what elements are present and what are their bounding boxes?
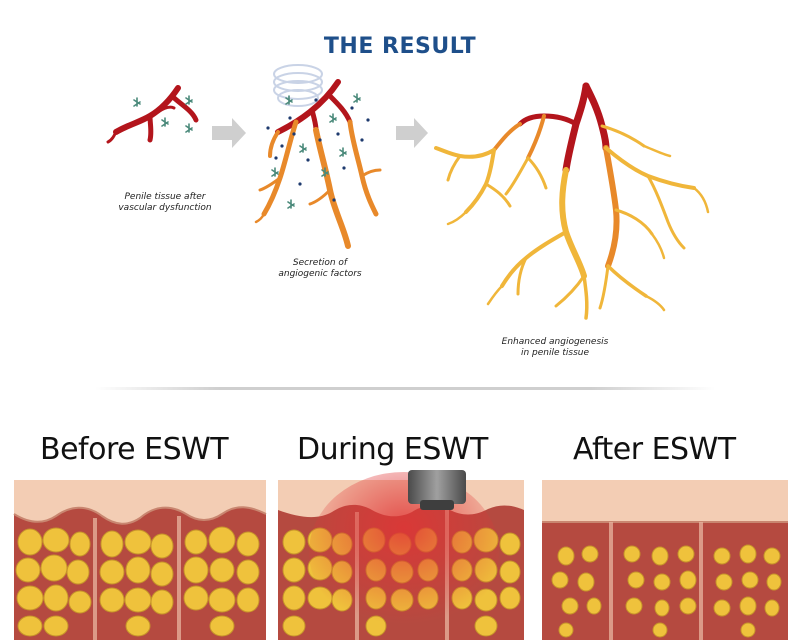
factor-dots: [266, 98, 370, 202]
section-divider: [95, 387, 715, 390]
panel-after: [542, 480, 788, 640]
fat-cells: [551, 544, 782, 638]
panel-during: [278, 470, 524, 640]
shockwave-glow: [309, 472, 499, 632]
panel-title-after: After ESWT: [573, 432, 736, 467]
panel-title-before: Before ESWT: [40, 432, 229, 467]
angiogenesis-diagram: [106, 64, 710, 320]
fat-cells: [15, 526, 260, 637]
caption-step1-line1: Penile tissue after: [124, 192, 206, 202]
caption-step3-line2: in penile tissue: [520, 348, 590, 358]
caption-step2-line1: Secretion of: [292, 258, 348, 268]
arrow-right-icon: [212, 118, 246, 148]
applicator-icon: [408, 470, 466, 510]
caption-step2: Secretion of angiogenic factors: [255, 258, 385, 280]
vessel-stimulated: [254, 79, 382, 249]
caption-step3: Enhanced angiogenesis in penile tissue: [490, 337, 620, 359]
eswt-comparison: [13, 470, 788, 640]
caption-step1-line2: vascular dysfunction: [118, 203, 212, 213]
caption-step3-line1: Enhanced angiogenesis: [501, 337, 609, 347]
vessel-enhanced-tree: [434, 82, 710, 320]
arrow-right-icon: [396, 118, 428, 148]
vessel-damaged: [106, 85, 199, 144]
result-title: THE RESULT: [323, 34, 477, 59]
panel-before: [13, 480, 267, 640]
angiogenic-factor-icon: [271, 93, 361, 209]
angiogenic-factor-icon: [133, 95, 193, 133]
caption-step2-line2: angiogenic factors: [278, 269, 362, 279]
caption-step1: Penile tissue after vascular dysfunction: [90, 192, 240, 214]
panel-title-during: During ESWT: [297, 432, 488, 467]
shockwave-icon: [273, 64, 323, 107]
